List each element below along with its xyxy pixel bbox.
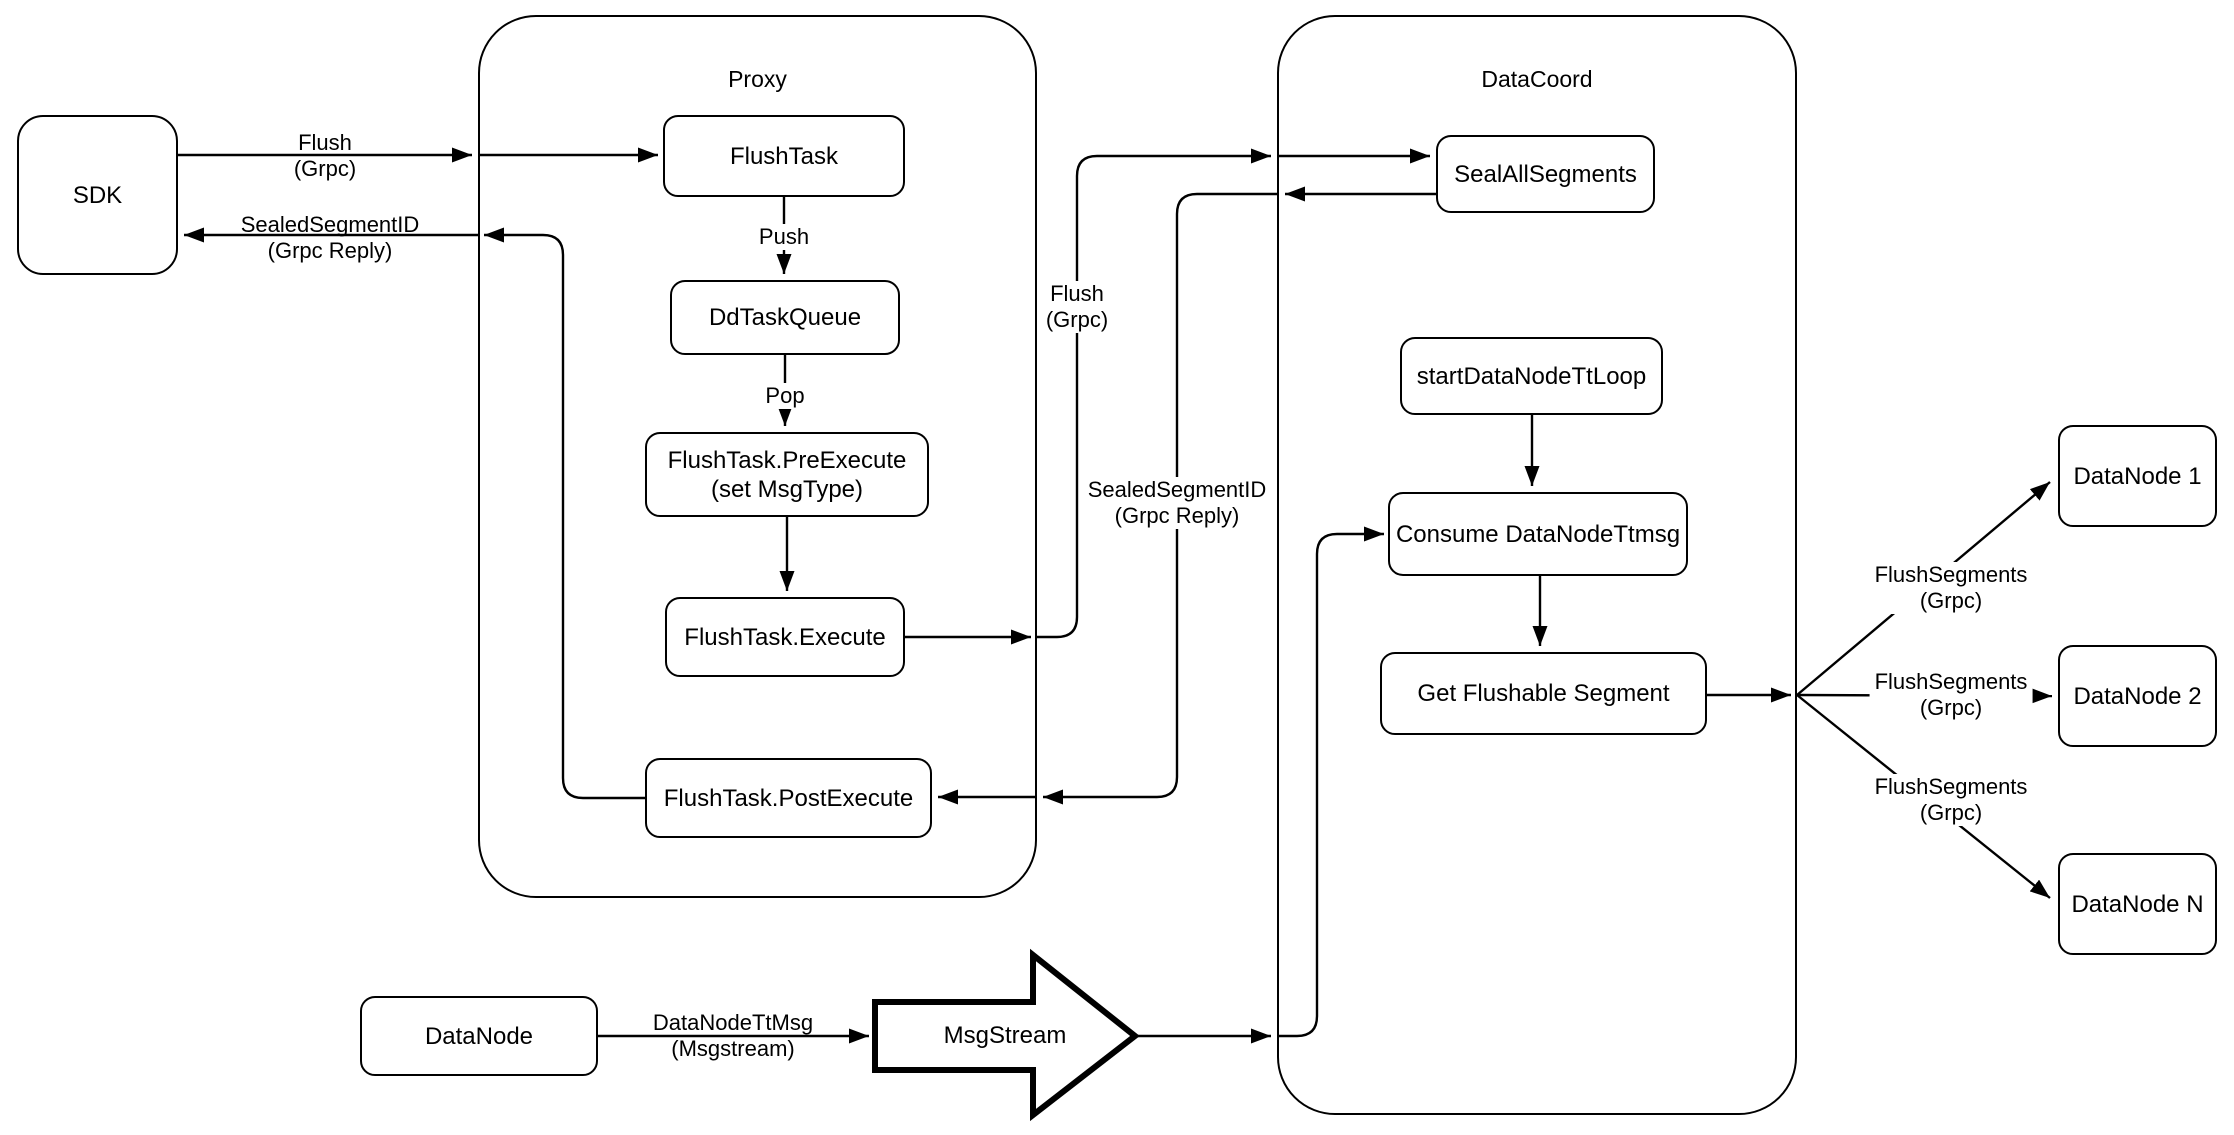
datacoord-container — [1277, 15, 1797, 1115]
msgstream-block-arrow — [872, 948, 1140, 1122]
edge-label-datanodettmsg: DataNodeTtMsg (Msgstream) — [652, 1010, 814, 1061]
edge-label-flushsegments-2: FlushSegments (Grpc) — [1869, 669, 2033, 721]
node-sdk-label: SDK — [72, 181, 123, 209]
node-execute-label: FlushTask.Execute — [684, 623, 886, 651]
node-postexecute-label: FlushTask.PostExecute — [663, 784, 914, 812]
node-consume-datanodettmsg-label: Consume DataNodeTtmsg — [1395, 520, 1681, 548]
node-datanode-1-label: DataNode 1 — [2073, 462, 2202, 490]
edge-label-flush-sdk: Flush (Grpc) — [293, 130, 357, 181]
node-sealallsegments-label: SealAllSegments — [1454, 160, 1637, 188]
node-consume-datanodettmsg: Consume DataNodeTtmsg — [1388, 492, 1688, 576]
node-preexecute: FlushTask.PreExecute (set MsgType) — [645, 432, 929, 517]
node-preexecute-label: FlushTask.PreExecute — [667, 446, 907, 474]
node-getflushablesegment-label: Get Flushable Segment — [1417, 680, 1670, 707]
edge-label-flushsegments-1: FlushSegments (Grpc) — [1869, 562, 2033, 614]
node-startdatanodettloop: startDataNodeTtLoop — [1400, 337, 1663, 415]
node-datanode-bottom-label: DataNode — [424, 1022, 534, 1050]
node-sdk: SDK — [17, 115, 178, 275]
node-execute: FlushTask.Execute — [665, 597, 905, 677]
datacoord-container-label: DataCoord — [1481, 66, 1593, 92]
node-datanode-1: DataNode 1 — [2058, 425, 2217, 527]
edge-label-push: Push — [753, 224, 815, 250]
node-ddtaskqueue-label: DdTaskQueue — [708, 304, 862, 331]
node-flushtask-label: FlushTask — [729, 142, 839, 170]
node-ddtaskqueue: DdTaskQueue — [670, 280, 900, 355]
node-sealallsegments: SealAllSegments — [1436, 135, 1655, 213]
node-datanode-n: DataNode N — [2058, 853, 2217, 955]
edge-label-pop: Pop — [760, 383, 810, 409]
msgstream-label: MsgStream — [943, 1022, 1067, 1049]
node-datanode-2-label: DataNode 2 — [2073, 682, 2202, 710]
edge-proxy-to-datacoord-flush — [1037, 148, 1271, 639]
proxy-container — [478, 15, 1037, 898]
node-datanode-n-label: DataNode N — [2071, 890, 2204, 918]
msgstream-label-wrap: MsgStream — [875, 1002, 1135, 1070]
node-preexecute-sublabel: (set MsgType) — [710, 475, 864, 503]
node-startdatanodettloop-label: startDataNodeTtLoop — [1416, 362, 1647, 390]
edge-postexecute-to-proxy-border — [484, 227, 645, 800]
edge-label-flush-mid: Flush (Grpc) — [1040, 281, 1114, 333]
node-getflushablesegment: Get Flushable Segment — [1380, 652, 1707, 735]
node-datanode-2: DataNode 2 — [2058, 645, 2217, 747]
node-flushtask: FlushTask — [663, 115, 905, 197]
edge-label-sealedsegmentid-sdk: SealedSegmentID (Grpc Reply) — [240, 212, 420, 263]
edge-label-sealedsegmentid-mid: SealedSegmentID (Grpc Reply) — [1082, 477, 1272, 529]
node-datanode-bottom: DataNode — [360, 996, 598, 1076]
node-postexecute: FlushTask.PostExecute — [645, 758, 932, 838]
proxy-container-label: Proxy — [728, 66, 787, 92]
edge-datacoord-to-consume-ttmsg — [1277, 526, 1384, 1038]
edge-label-flushsegments-3: FlushSegments (Grpc) — [1869, 774, 2033, 826]
